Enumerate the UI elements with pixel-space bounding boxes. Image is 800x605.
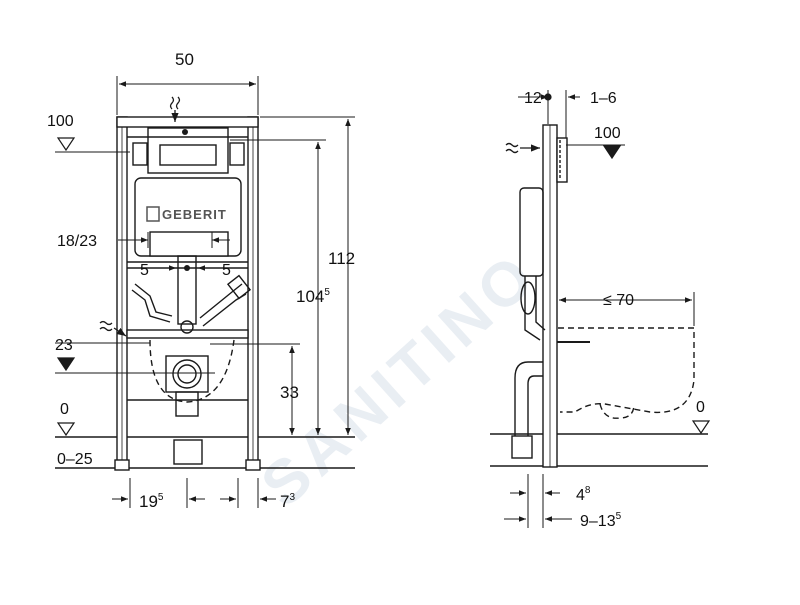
watermark-text: SANITINO [249,239,551,521]
side-view [490,124,708,468]
bottom-a-label: 48 [576,485,591,504]
water-supply-icon [169,96,181,110]
top-range-label: 1–6 [590,90,617,107]
right-foot [245,459,261,471]
foot-range-label: 0–25 [57,451,93,468]
left-pipe [131,289,171,323]
outlet-pipe [172,359,202,389]
flush-opening [159,144,217,166]
front-level-markers [56,137,76,437]
drain-connector [175,391,199,417]
side-flush-pipe [524,276,541,341]
side-level-100-marker [602,145,622,160]
pan-outline [149,339,235,403]
projection-label: ≤ 70 [603,292,634,309]
side-drain [511,435,533,459]
bottom-right-label: 73 [280,492,295,511]
front-view [55,116,355,471]
side-water-supply-icon [505,142,519,154]
front-dimensions [55,76,355,508]
level-100-marker [56,137,76,152]
outlet-height-label: 33 [280,383,299,402]
center-right-label: 5 [222,262,231,279]
front-labels: 50 100 18/23 5 5 112 1045 23 33 0 0–25 1… [47,50,355,511]
left-bracket [132,142,148,166]
right-pipe [199,283,243,319]
front-symbols [99,96,181,337]
side-symbols [505,142,540,154]
left-foot [114,459,130,471]
side-level-0-marker [691,420,711,435]
logo-text: GEBERIT [162,207,227,222]
side-level-top-label: 100 [594,125,621,142]
width-label: 50 [175,50,194,69]
height-frame-label: 1045 [296,287,330,306]
water-connection-icon [99,320,113,332]
flush-plate-recess [147,127,229,174]
height-total-label: 112 [328,249,355,268]
level-23-marker [56,357,76,372]
side-level-floor-label: 0 [696,399,705,416]
center-left-label: 5 [140,262,149,279]
side-cistern [519,187,544,277]
flush-pipe [177,255,197,325]
bottom-left-label: 195 [139,492,164,511]
level-top-label: 100 [47,113,74,130]
side-pan-outline [558,327,695,414]
right-bracket [229,142,245,166]
cistern-bottom [149,231,229,257]
watermark: SANITINO [249,239,551,521]
side-labels: 12 1–6 100 ≤ 70 0 48 9–135 [524,90,705,530]
drain-pipe [173,439,203,465]
top-depth-label: 12 [524,90,542,107]
level-floor-label: 0 [60,401,69,418]
button-offset-label: 18/23 [57,233,97,250]
level-connection-label: 23 [55,337,73,354]
geberit-logo: GEBERIT [146,206,227,222]
side-flush-plate [556,137,568,183]
level-0-marker [56,422,76,437]
connection-crossbar [126,329,249,339]
side-waste-pipe [514,361,543,436]
side-level-markers [544,93,711,435]
bottom-b-label: 9–135 [580,511,622,530]
top-crossbar [116,116,259,128]
